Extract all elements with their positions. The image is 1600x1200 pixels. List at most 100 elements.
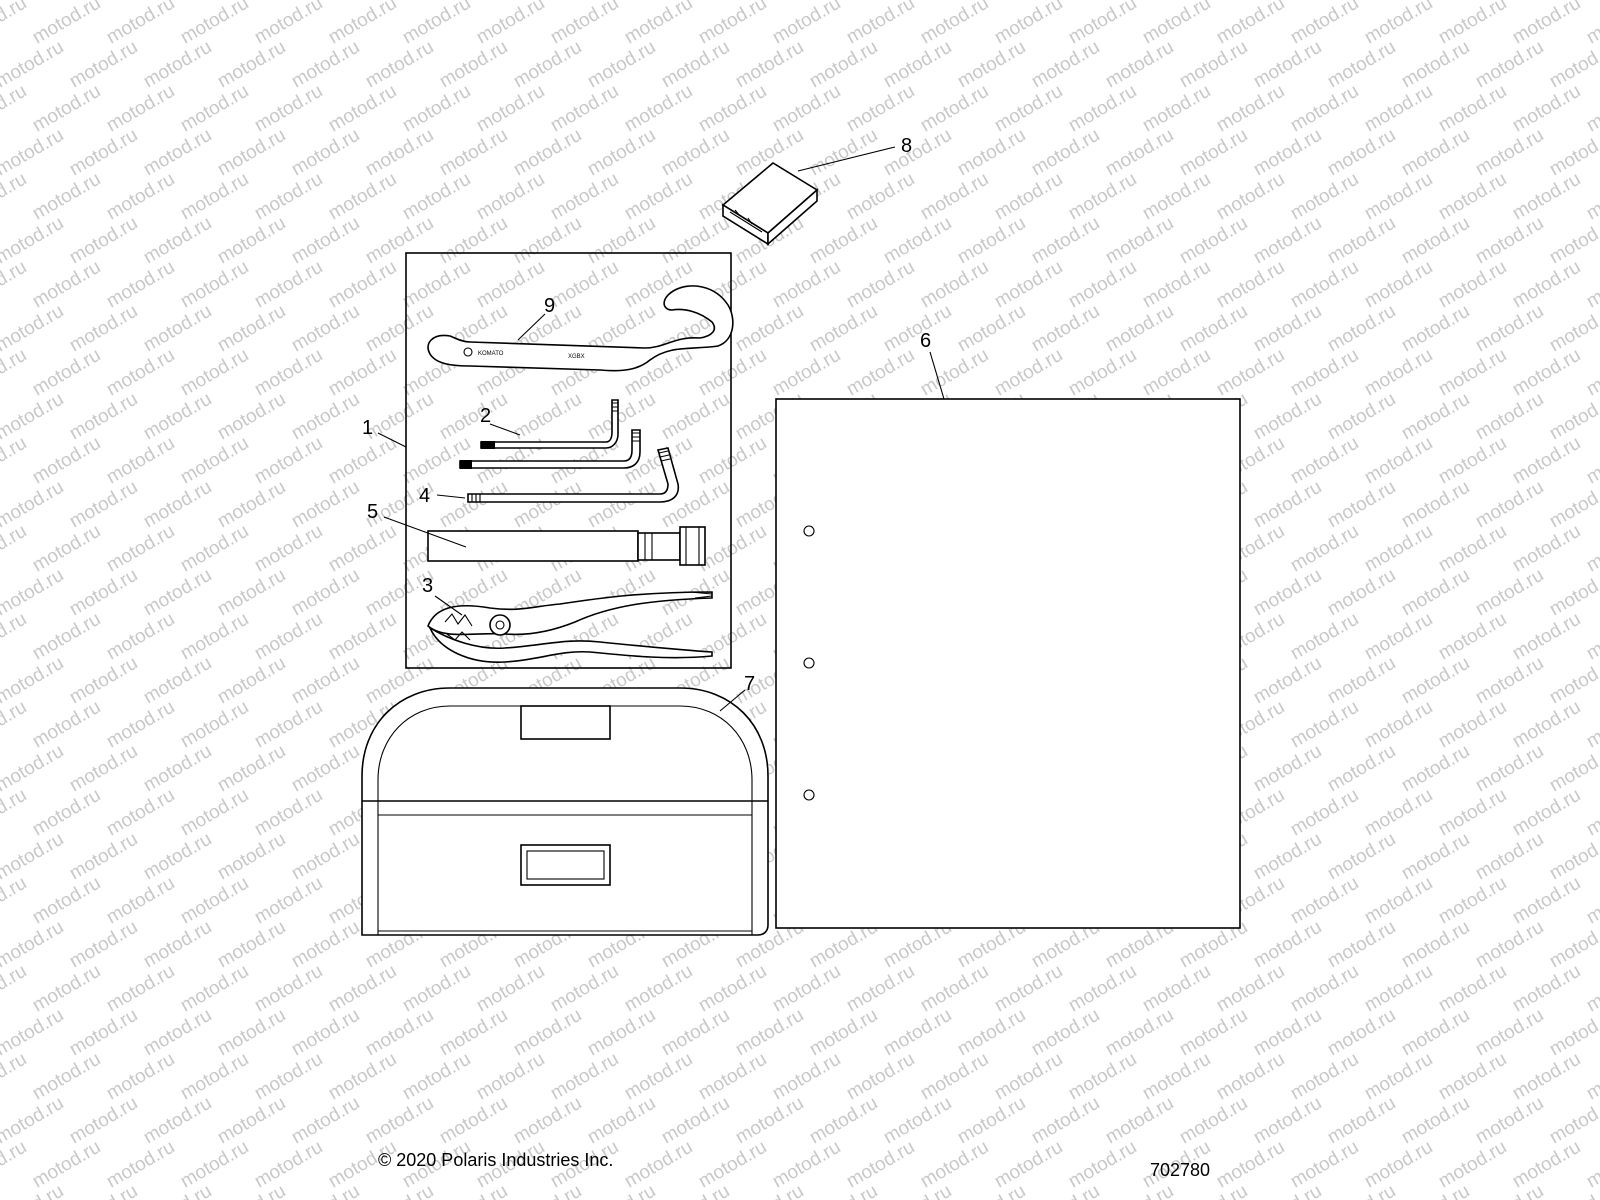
watermark-text: motod.ru <box>769 0 844 48</box>
watermark-text: motod.ru <box>473 1049 548 1105</box>
watermark-text: motod.ru <box>1324 741 1399 797</box>
watermark-text: motod.ru <box>1139 0 1214 48</box>
watermark-text: motod.ru <box>954 1005 1029 1061</box>
watermark-text: motod.ru <box>732 301 807 357</box>
watermark-text: motod.ru <box>0 609 30 665</box>
watermark-text: motod.ru <box>1250 829 1325 885</box>
watermark-text: motod.ru <box>362 125 437 181</box>
watermark-text: motod.ru <box>1028 213 1103 269</box>
watermark-text: motod.ru <box>1065 169 1140 225</box>
watermark-text: motod.ru <box>325 345 400 401</box>
watermark-text: motod.ru <box>584 389 659 445</box>
watermark-text: motod.ru <box>214 917 289 973</box>
watermark-text: motod.ru <box>1398 1093 1473 1149</box>
watermark-text: motod.ru <box>1324 1093 1399 1149</box>
watermark-text: motod.ru <box>1361 257 1436 313</box>
watermark-text: motod.ru <box>473 257 548 313</box>
watermark-text: motod.ru <box>1139 257 1214 313</box>
callout-7: 7 <box>744 673 755 695</box>
watermark-text: motod.ru <box>806 1181 881 1200</box>
watermark-text: motod.ru <box>177 81 252 137</box>
watermark-text: motod.ru <box>658 1181 733 1200</box>
watermark-text: motod.ru <box>0 169 30 225</box>
watermark-text: motod.ru <box>1509 785 1584 841</box>
watermark-text: motod.ru <box>399 0 474 48</box>
watermark-text: motod.ru <box>288 829 363 885</box>
watermark-text: motod.ru <box>1398 1181 1473 1200</box>
watermark-text: motod.ru <box>1213 1049 1288 1105</box>
watermark-text: motod.ru <box>1398 917 1473 973</box>
watermark-text: motod.ru <box>917 169 992 225</box>
watermark-text: motod.ru <box>806 1005 881 1061</box>
watermark-text: motod.ru <box>1435 81 1510 137</box>
watermark-text: motod.ru <box>1435 697 1510 753</box>
watermark-text: motod.ru <box>140 477 215 533</box>
watermark-text: motod.ru <box>103 169 178 225</box>
watermark-text: motod.ru <box>880 1093 955 1149</box>
watermark-text: motod.ru <box>1139 81 1214 137</box>
watermark-text: motod.ru <box>1361 169 1436 225</box>
watermark-text: motod.ru <box>0 873 30 929</box>
watermark-text: motod.ru <box>1102 37 1177 93</box>
watermark-text: motod.ru <box>362 213 437 269</box>
watermark-text: motod.ru <box>1287 1137 1362 1193</box>
watermark-text: motod.ru <box>0 697 30 753</box>
callout-6: 6 <box>920 330 931 352</box>
watermark-text: motod.ru <box>1250 741 1325 797</box>
watermark-text: motod.ru <box>1583 169 1600 225</box>
watermark-text: motod.ru <box>695 433 770 489</box>
watermark-text: motod.ru <box>1287 873 1362 929</box>
watermark-text: motod.ru <box>140 37 215 93</box>
watermark-text: motod.ru <box>177 169 252 225</box>
watermark-text: motod.ru <box>1250 917 1325 973</box>
watermark-text: motod.ru <box>436 125 511 181</box>
part-1-tool-kit-panel <box>405 252 732 669</box>
watermark-text: motod.ru <box>1398 741 1473 797</box>
watermark-text: motod.ru <box>1102 125 1177 181</box>
watermark-text: motod.ru <box>1472 1005 1547 1061</box>
watermark-text: motod.ru <box>251 0 326 48</box>
watermark-text: motod.ru <box>1102 213 1177 269</box>
watermark-text: motod.ru <box>288 125 363 181</box>
watermark-text: motod.ru <box>1472 389 1547 445</box>
watermark-text: motod.ru <box>177 873 252 929</box>
watermark-text: motod.ru <box>510 1093 585 1149</box>
watermark-text: motod.ru <box>1398 565 1473 621</box>
watermark-text: motod.ru <box>621 169 696 225</box>
watermark-text: motod.ru <box>473 961 548 1017</box>
watermark-text: motod.ru <box>658 37 733 93</box>
watermark-text: motod.ru <box>1435 521 1510 577</box>
watermark-text: motod.ru <box>510 213 585 269</box>
watermark-text: motod.ru <box>140 653 215 709</box>
watermark-text: motod.ru <box>1287 697 1362 753</box>
watermark-text: motod.ru <box>0 785 30 841</box>
watermark-text: motod.ru <box>1583 609 1600 665</box>
watermark-text: motod.ru <box>436 1005 511 1061</box>
watermark-text: motod.ru <box>66 477 141 533</box>
watermark-text: motod.ru <box>288 477 363 533</box>
watermark-text: motod.ru <box>991 961 1066 1017</box>
diagram-number: 702780 <box>1150 1160 1211 1180</box>
watermark-text: motod.ru <box>1250 565 1325 621</box>
callout-2: 2 <box>480 405 491 427</box>
watermark-text: motod.ru <box>1324 37 1399 93</box>
watermark-text: motod.ru <box>1065 81 1140 137</box>
watermark-text: motod.ru <box>1435 609 1510 665</box>
watermark-text: motod.ru <box>29 609 104 665</box>
watermark-text: motod.ru <box>140 213 215 269</box>
watermark-text: motod.ru <box>1398 389 1473 445</box>
watermark-text: motod.ru <box>1509 257 1584 313</box>
watermark-text: motod.ru <box>1250 37 1325 93</box>
watermark-text: motod.ru <box>510 477 585 533</box>
watermark-text: motod.ru <box>1509 81 1584 137</box>
watermark-text: motod.ru <box>0 917 67 973</box>
watermark-text: motod.ru <box>917 1049 992 1105</box>
watermark-text: motod.ru <box>103 345 178 401</box>
watermark-text: motod.ru <box>1435 345 1510 401</box>
watermark-text: motod.ru <box>880 37 955 93</box>
watermark-text: motod.ru <box>1250 477 1325 533</box>
watermark-text: motod.ru <box>214 301 289 357</box>
watermark-text: motod.ru <box>621 1137 696 1193</box>
watermark-text: motod.ru <box>547 257 622 313</box>
watermark-text: motod.ru <box>103 873 178 929</box>
